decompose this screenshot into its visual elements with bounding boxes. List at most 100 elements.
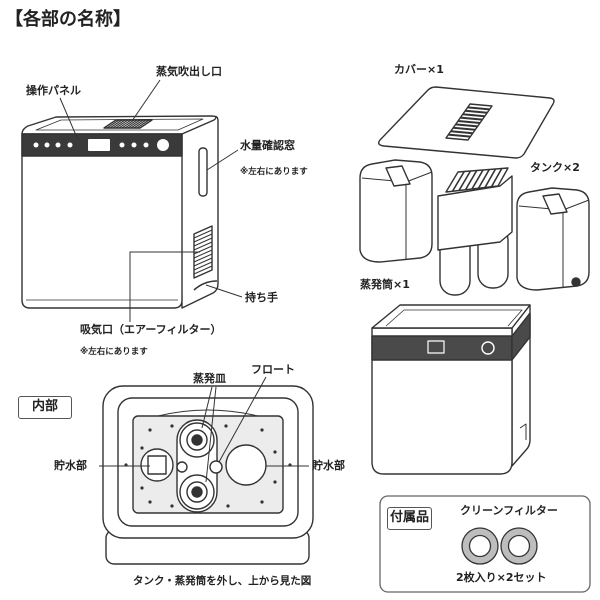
evap-dish-bottom-center: [191, 486, 203, 498]
intake-slat: [193, 245, 213, 255]
accessories-heading: 付属品: [387, 507, 432, 530]
reservoir-left-inlet: [147, 455, 167, 475]
interior-leader-lines: [99, 376, 309, 483]
panel-button: [119, 142, 125, 148]
leader-steam-outlet: [131, 79, 161, 122]
interior-caption: タンク・蒸発筒を外し、上から見た図: [133, 575, 312, 587]
label-control-panel: 操作パネル: [26, 84, 81, 97]
label-handle: 持ち手: [245, 291, 278, 304]
label-air-intake: 吸気口（エアーフィルター）: [80, 323, 222, 336]
air-intake-grille: [193, 225, 213, 279]
intake-slat: [193, 233, 213, 243]
leader-evap-dish-bottom: [205, 386, 217, 483]
steam-vent-slat: [136, 119, 150, 129]
drain-hole: [170, 424, 174, 428]
leader-water-window: [206, 149, 239, 171]
panel-button: [55, 142, 61, 148]
drain-hole: [226, 504, 230, 508]
reservoir-right: [225, 444, 267, 486]
panel-display: [88, 139, 110, 151]
water-container: [371, 304, 531, 475]
drain-hole: [140, 486, 144, 490]
steam-vent-slat: [106, 119, 120, 129]
label-reservoir-right: 貯水部: [312, 459, 345, 472]
intake-slat: [193, 229, 213, 239]
air-intake-slats: [193, 229, 213, 275]
steam-outlet-slats: [106, 119, 150, 129]
interior-ridge: [157, 409, 259, 417]
drain-hole: [260, 500, 264, 504]
note-water-window: ※左右にあります: [240, 167, 308, 177]
water-level-window: [198, 147, 208, 197]
unit-top-rim: [35, 118, 204, 131]
evaporator-cylinder: [437, 167, 513, 296]
intake-slat: [193, 253, 213, 263]
drain-hole: [148, 428, 152, 432]
label-steam-outlet: 蒸気吹出し口: [156, 65, 222, 78]
evaporator-body: [437, 175, 513, 251]
tank-left: [359, 159, 433, 263]
label-cover: カバー×1: [394, 63, 444, 76]
drain-hole: [273, 450, 277, 454]
container-inner-rim: [385, 309, 523, 327]
tank-body: [516, 187, 590, 291]
intake-slat: [193, 261, 213, 271]
tank-right: [516, 187, 590, 291]
intake-slat: [193, 241, 213, 251]
cover-vent-slats: [448, 106, 490, 138]
cover-vent-slat: [455, 123, 478, 128]
label-tank: タンク×2: [530, 161, 580, 174]
handle-grip: [193, 280, 218, 291]
filter-ring-hole: [468, 534, 492, 558]
cover-vent-slat: [453, 126, 476, 131]
tank-handle-notch: [385, 165, 411, 187]
container-side-notch: [519, 423, 527, 440]
steam-vent-slat: [130, 119, 144, 129]
steam-vent-slat: [109, 119, 123, 129]
evaporator-slat: [451, 171, 465, 192]
intake-slat: [193, 257, 213, 267]
evap-dish-top-center: [191, 434, 203, 446]
container-side-band: [511, 312, 531, 361]
humidifier-unit: [21, 115, 219, 309]
interior-top-view: [102, 385, 314, 565]
steam-vent-slat: [115, 119, 129, 129]
note-air-intake: ※左右にあります: [80, 347, 148, 357]
drain-hole: [273, 480, 277, 484]
steam-vent-slat: [118, 119, 132, 129]
label-clean-filter: クリーンフィルター: [460, 504, 558, 517]
label-filter-quantity: 2枚入り×2セット: [456, 571, 547, 584]
container-opening: [371, 304, 531, 329]
evaporator-slat: [477, 169, 490, 189]
drain-hole: [148, 500, 152, 504]
steam-vent-slat: [112, 119, 126, 129]
drain-hole: [260, 428, 264, 432]
label-water-window: 水量確認窓: [240, 139, 295, 152]
cover-vent-slat: [450, 130, 473, 135]
unit-side-face: [179, 115, 219, 309]
cover-vent-slat: [457, 120, 481, 124]
evaporator-slat: [464, 170, 478, 191]
intake-slat: [193, 265, 213, 275]
steam-vent-slat: [127, 119, 141, 129]
container-button: [481, 341, 495, 355]
cover-vent-slat: [467, 106, 490, 111]
panel-button: [143, 142, 149, 148]
cover-vent-slat: [465, 109, 488, 114]
sensor-port: [176, 461, 188, 473]
evaporator-slat: [458, 170, 472, 191]
tank-handle-notch: [542, 193, 568, 215]
interior-heading: 内部: [18, 396, 72, 419]
evaporator-slat: [484, 168, 497, 188]
panel-button: [131, 142, 137, 148]
tank-body: [359, 159, 433, 263]
cover-vent-slat: [462, 113, 485, 118]
leader-float: [218, 376, 267, 463]
panel-button: [33, 142, 39, 148]
steam-vent-slat: [124, 119, 138, 129]
evaporator-slat: [471, 169, 484, 190]
drain-hole: [224, 424, 228, 428]
evaporator-slats: [451, 168, 503, 192]
